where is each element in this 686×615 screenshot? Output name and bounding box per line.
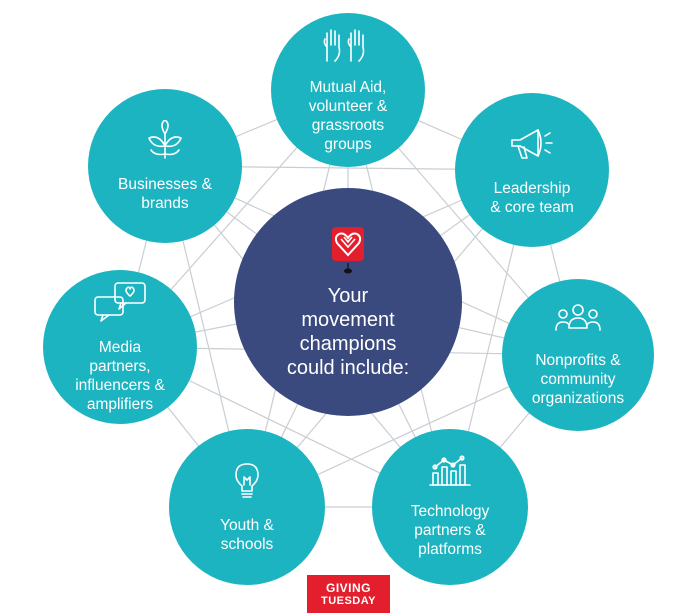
node-label: Businesses & brands bbox=[118, 175, 212, 212]
node-label: Leadership & core team bbox=[490, 179, 574, 216]
node-businesses: Businesses & brands bbox=[88, 89, 242, 243]
node-technology: Technology partners & platforms bbox=[372, 429, 528, 585]
node-label: Nonprofits & community organizations bbox=[531, 352, 625, 407]
node-nonprofits: Nonprofits & community organizations bbox=[502, 279, 654, 431]
node-mutual-aid: Mutual Aid, volunteer & grassroots group… bbox=[271, 13, 425, 167]
node-label: Technology partners & platforms bbox=[410, 503, 490, 558]
logo-line-2: TUESDAY bbox=[320, 594, 377, 607]
center-node: Your movement champions could include: bbox=[234, 188, 462, 416]
givingtuesday-logo: GIVING TUESDAY bbox=[307, 575, 390, 613]
megaphone-icon bbox=[508, 124, 556, 169]
node-youth: Youth & schools bbox=[169, 429, 325, 585]
logo-line-1: GIVING bbox=[325, 580, 371, 595]
node-label: Mutual Aid, volunteer & grassroots group… bbox=[308, 78, 388, 153]
people-group-icon bbox=[553, 302, 603, 341]
node-media: Media partners, influencers & amplifiers bbox=[43, 270, 197, 424]
plant-leaves-icon bbox=[145, 118, 185, 165]
heart-gift-icon bbox=[329, 225, 367, 280]
node-label: Media partners, influencers & amplifiers bbox=[75, 338, 165, 413]
speech-bubbles-icon bbox=[93, 281, 147, 328]
center-label: Your movement champions could include: bbox=[286, 284, 410, 379]
chart-analytics-icon bbox=[428, 455, 472, 492]
node-label: Youth & schools bbox=[220, 516, 274, 553]
raised-hands-icon bbox=[321, 27, 375, 68]
node-leadership: Leadership & core team bbox=[455, 93, 609, 247]
lightbulb-icon bbox=[232, 461, 262, 506]
